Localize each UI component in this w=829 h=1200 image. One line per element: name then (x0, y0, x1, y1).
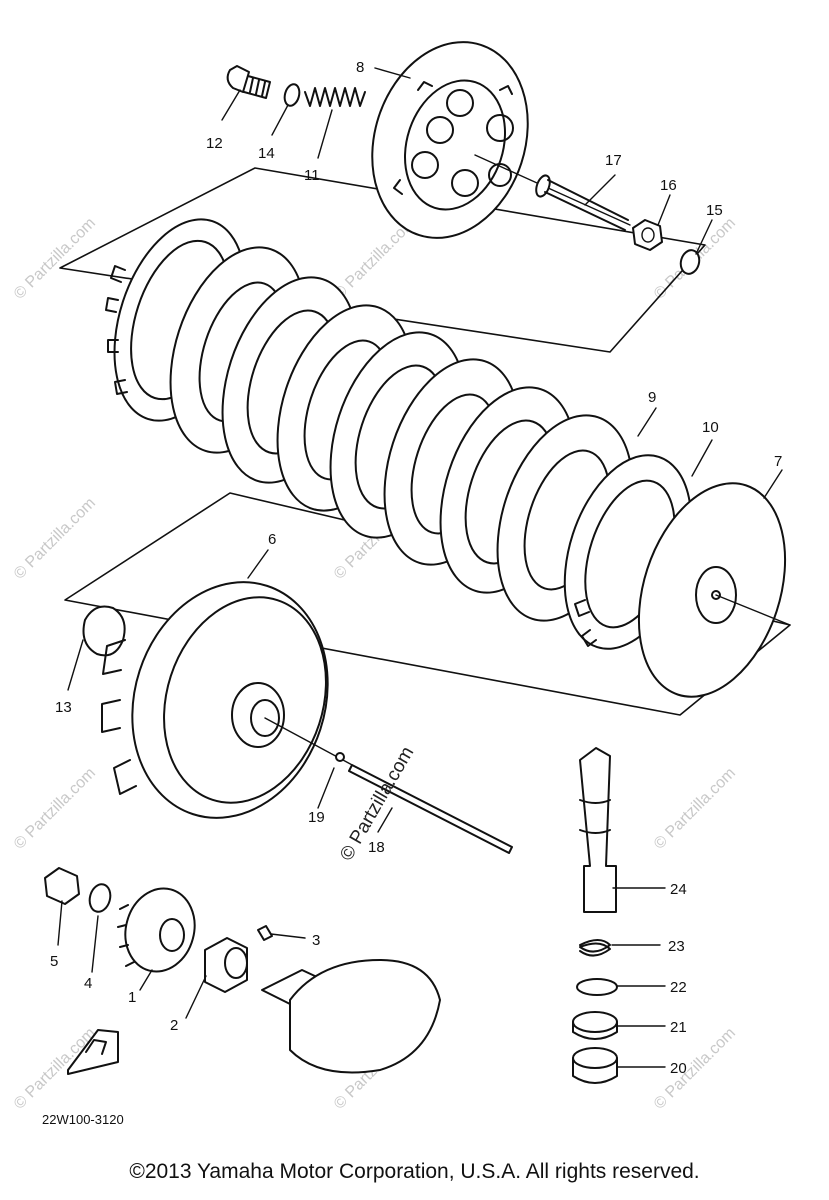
lock-washer (679, 249, 701, 275)
callout-23: 23 (668, 938, 685, 955)
callout-3: 3 (312, 932, 320, 949)
kick-bearing (572, 1011, 618, 1040)
callout-2: 2 (170, 1017, 178, 1034)
callout-12: 12 (206, 135, 223, 152)
clutch-plates (105, 218, 693, 650)
lock-plate (82, 605, 126, 657)
kick-bushing (572, 1047, 618, 1084)
callout-20: 20 (670, 1060, 687, 1077)
callout-14: 14 (258, 145, 275, 162)
watermark-text: © Partzilla.com (11, 215, 99, 303)
watermark-text: © Partzilla.com (651, 765, 739, 853)
callout-1: 1 (128, 989, 136, 1006)
callout-19: 19 (308, 809, 325, 826)
push-rod-long (348, 764, 513, 854)
callout-9: 9 (648, 389, 656, 406)
screw (226, 65, 271, 99)
clutch-housing (101, 581, 511, 851)
kick-spring (579, 939, 611, 957)
spring (304, 87, 366, 107)
gear-bushing (204, 937, 248, 993)
washer (283, 83, 301, 107)
gear-nut (44, 867, 80, 905)
callout-24: 24 (670, 881, 687, 898)
kick-axle (579, 747, 617, 913)
callout-7: 7 (774, 453, 782, 470)
callout-18: 18 (368, 839, 385, 856)
callout-10: 10 (702, 419, 719, 436)
callout-13: 13 (55, 699, 72, 716)
pressure-plate (371, 41, 529, 239)
callout-11: 11 (304, 167, 320, 184)
nut (632, 219, 663, 251)
ball (335, 752, 345, 762)
callout-16: 16 (660, 177, 677, 194)
upper-assembly-frame (59, 167, 706, 353)
pin (257, 925, 273, 941)
gear-washer (88, 883, 112, 913)
watermark-text: © Partzilla.com (11, 495, 99, 583)
callout-8: 8 (356, 59, 364, 76)
push-rod (474, 154, 631, 231)
leader-lines (57, 67, 783, 1068)
kick-washer (576, 978, 618, 996)
watermark-text: © Partzilla.com (651, 1025, 739, 1113)
callout-6: 6 (268, 531, 276, 548)
callout-5: 5 (50, 953, 58, 970)
front-direction-marker (67, 1029, 119, 1075)
kick-gear (117, 887, 196, 973)
primary-driven-plate (637, 482, 791, 698)
callout-22: 22 (670, 979, 687, 996)
diagram-code: 22W100-3120 (42, 1112, 124, 1127)
callout-17: 17 (605, 152, 622, 169)
callout-4: 4 (84, 975, 92, 992)
callout-15: 15 (706, 202, 723, 219)
crankshaft-cover (261, 959, 441, 1074)
callouts: 8 12 14 11 17 16 15 9 10 7 6 13 19 18 24… (50, 59, 782, 1077)
watermark-text: © Partzilla.com (11, 765, 99, 853)
copyright-notice: ©2013 Yamaha Motor Corporation, U.S.A. A… (129, 1160, 700, 1183)
callout-21: 21 (670, 1019, 687, 1036)
